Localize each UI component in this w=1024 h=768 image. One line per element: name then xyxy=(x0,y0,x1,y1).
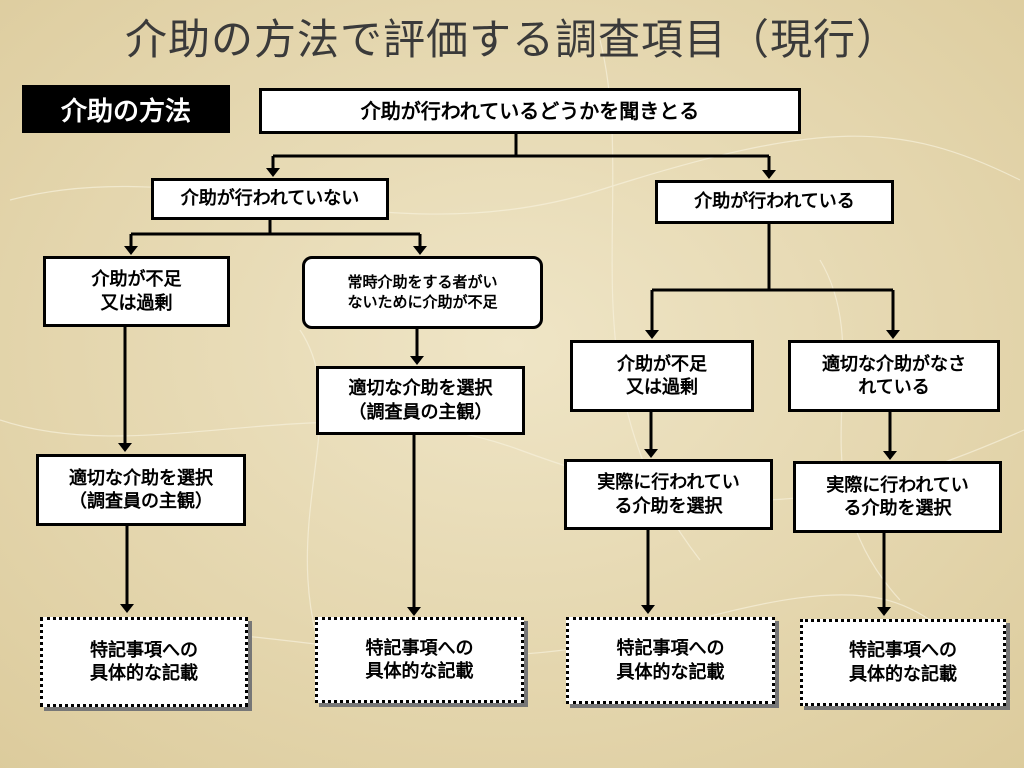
page-title: 介助の方法で評価する調査項目（現行） xyxy=(124,15,899,64)
assisted-node: 介助が行われている xyxy=(655,180,894,224)
root-node: 介助が行われているどうかを聞きとる xyxy=(259,88,801,134)
section-label: 介助の方法 xyxy=(22,85,230,133)
special-note-node-3: 特記事項への 具体的な記載 xyxy=(566,617,775,704)
not-assisted-insufficient-node: 介助が不足 又は過剰 xyxy=(43,256,230,327)
actual-assistance-node-1: 実際に行われてい る介助を選択 xyxy=(564,459,773,530)
select-appropriate-node-2: 適切な介助を選択 （調査員の主観） xyxy=(316,366,525,435)
no-caregiver-node: 常時介助をする者がい ないために介助が不足 xyxy=(302,256,543,329)
select-appropriate-node-1: 適切な介助を選択 （調査員の主観） xyxy=(36,454,246,526)
assisted-insufficient-node: 介助が不足 又は過剰 xyxy=(570,340,754,412)
appropriate-assistance-node: 適切な介助がなさ れている xyxy=(788,340,1000,412)
not-assisted-node: 介助が行われていない xyxy=(151,178,389,220)
special-note-node-1: 特記事項への 具体的な記載 xyxy=(40,617,248,707)
special-note-node-4: 特記事項への 具体的な記載 xyxy=(800,619,1006,706)
special-note-node-2: 特記事項への 具体的な記載 xyxy=(315,617,524,703)
actual-assistance-node-2: 実際に行われてい る介助を選択 xyxy=(793,461,1002,533)
